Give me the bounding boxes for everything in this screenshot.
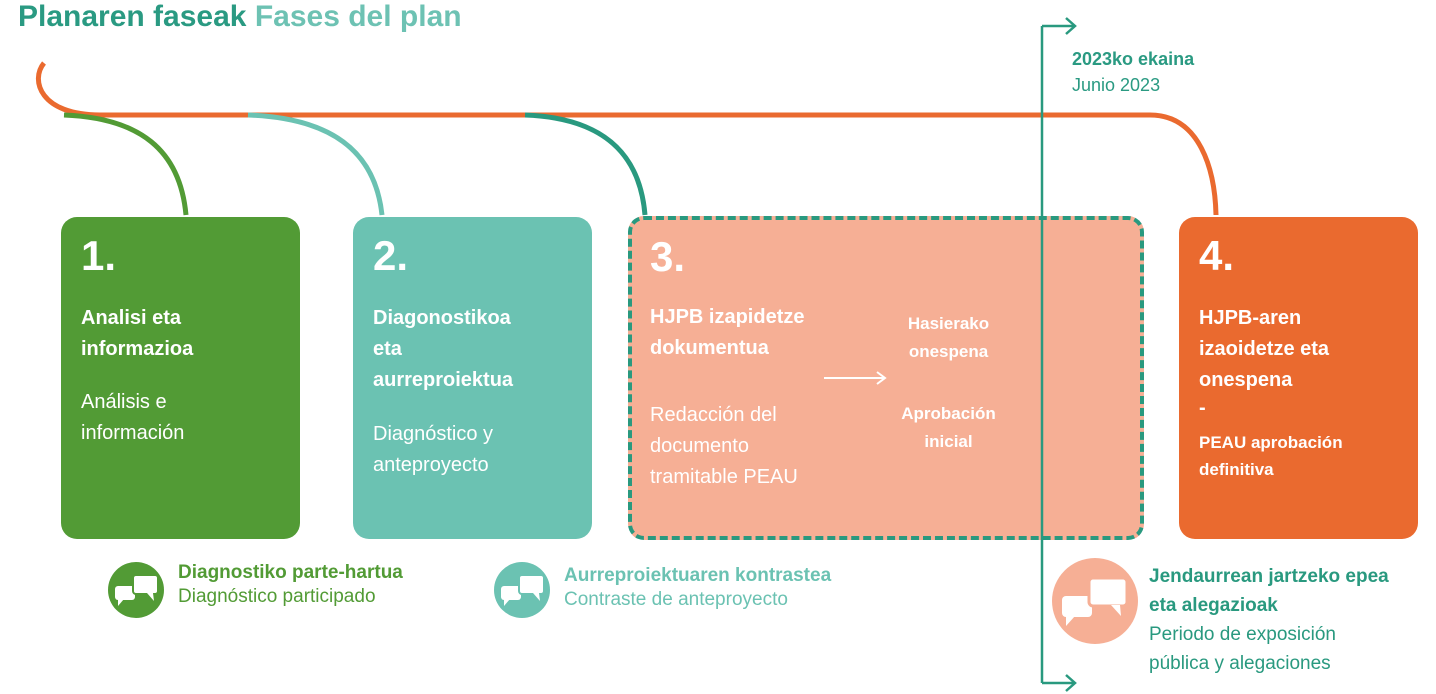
participation-2-eu: Aurreproiektuaren kontrastea: [564, 565, 832, 586]
phase-3-number: 3.: [650, 233, 686, 280]
teal-light-branch-line: [247, 112, 385, 216]
milestone-eu: 2023ko ekaina: [1072, 49, 1195, 69]
teal-dark-branch-line: [524, 112, 648, 216]
participation-2-es: Contraste de anteproyecto: [564, 589, 788, 610]
phase-2-number: 2.: [373, 232, 409, 279]
arrow-right-icon: [824, 371, 887, 385]
phase-4-eu: HJPB-aren izaoidetze eta onespena: [1199, 307, 1330, 391]
participation-3-es: Periodo de exposición pública y alegacio…: [1149, 624, 1336, 674]
milestone-date: 2023ko ekaina Junio 2023: [1072, 46, 1194, 98]
phase-4-es: PEAU aprobación definitiva: [1199, 433, 1343, 479]
phase-2-box: 2. Diagonostikoa eta aurreproiektua Diag…: [353, 217, 592, 539]
title-eu: Planaren faseak: [18, 0, 247, 33]
phase-1-eu: Analisi eta informazioa: [81, 307, 194, 360]
participation-3-eu: Jendaurrean jartzeko epea eta alegazioak: [1149, 566, 1389, 616]
title-es: Fases del plan: [254, 0, 462, 33]
participation-1: Diagnostiko parte-hartua Diagnóstico par…: [178, 561, 403, 609]
orange-main-line: [35, 61, 1219, 216]
phase-3-step-eu: Hasierako onespena: [907, 314, 990, 361]
milestone-es: Junio 2023: [1072, 75, 1161, 95]
phase-1-number: 1.: [81, 232, 117, 279]
page-title: Planaren faseak Fases del plan: [18, 0, 462, 34]
participation-1-eu: Diagnostiko parte-hartua: [178, 562, 403, 583]
chat-bubbles-icon: [108, 562, 164, 618]
phase-3-box: 3. HJPB izapidetze dokumentua Redacción …: [628, 216, 1144, 540]
phase-1-box: 1. Analisi eta informazioa Análisis e in…: [61, 217, 300, 539]
phase-3-es: Redacción del documento tramitable PEAU: [650, 404, 798, 488]
phase-1-es: Análisis e información: [81, 391, 185, 444]
phase-3-eu: HJPB izapidetze dokumentua: [650, 306, 805, 359]
green-branch-line: [63, 112, 189, 216]
phase-3-step-es: Aprobación inicial: [901, 404, 996, 451]
phase-4-box: 4. HJPB-aren izaoidetze eta onespena - P…: [1179, 217, 1418, 539]
phase-4-dash: -: [1199, 397, 1206, 419]
phase-2-es: Diagnóstico y anteproyecto: [373, 423, 494, 476]
chat-bubbles-icon: [494, 562, 550, 618]
phase-2-eu: Diagonostikoa eta aurreproiektua: [373, 307, 514, 391]
participation-2: Aurreproiektuaren kontrastea Contraste d…: [564, 564, 831, 612]
participation-1-es: Diagnóstico participado: [178, 586, 376, 607]
participation-3: Jendaurrean jartzeko epea eta alegazioak…: [1149, 562, 1389, 678]
chat-bubbles-icon: [1052, 558, 1138, 644]
phase-4-number: 4.: [1199, 232, 1235, 279]
